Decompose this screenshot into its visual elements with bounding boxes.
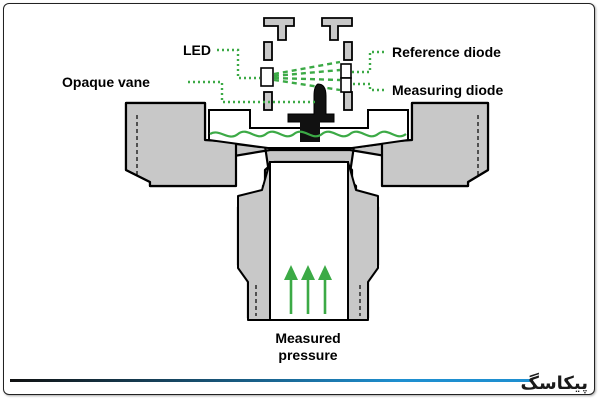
pressure-arrows	[284, 265, 332, 314]
label-measured: Measured	[275, 330, 340, 346]
label-measuring-diode: Measuring diode	[392, 82, 503, 98]
label-led: LED	[183, 42, 211, 58]
optical-housing	[263, 17, 353, 111]
left-flange	[124, 101, 238, 188]
flange-dashes	[136, 115, 479, 178]
thread-marks	[255, 285, 361, 316]
diaphragm	[209, 130, 407, 138]
reference-diode	[340, 63, 352, 79]
light-beams	[273, 60, 341, 92]
brand-logo: پیکاسگ	[520, 373, 588, 394]
label-reference-diode: Reference diode	[392, 44, 501, 60]
label-pressure: pressure	[278, 347, 337, 363]
sensor-stem-right	[347, 161, 379, 321]
led-component	[260, 67, 274, 87]
leader-lines	[188, 48, 384, 104]
measuring-diode	[340, 77, 352, 93]
sensor-stem	[237, 161, 271, 321]
brand-line	[10, 379, 530, 382]
label-opaque-vane: Opaque vane	[62, 74, 150, 90]
